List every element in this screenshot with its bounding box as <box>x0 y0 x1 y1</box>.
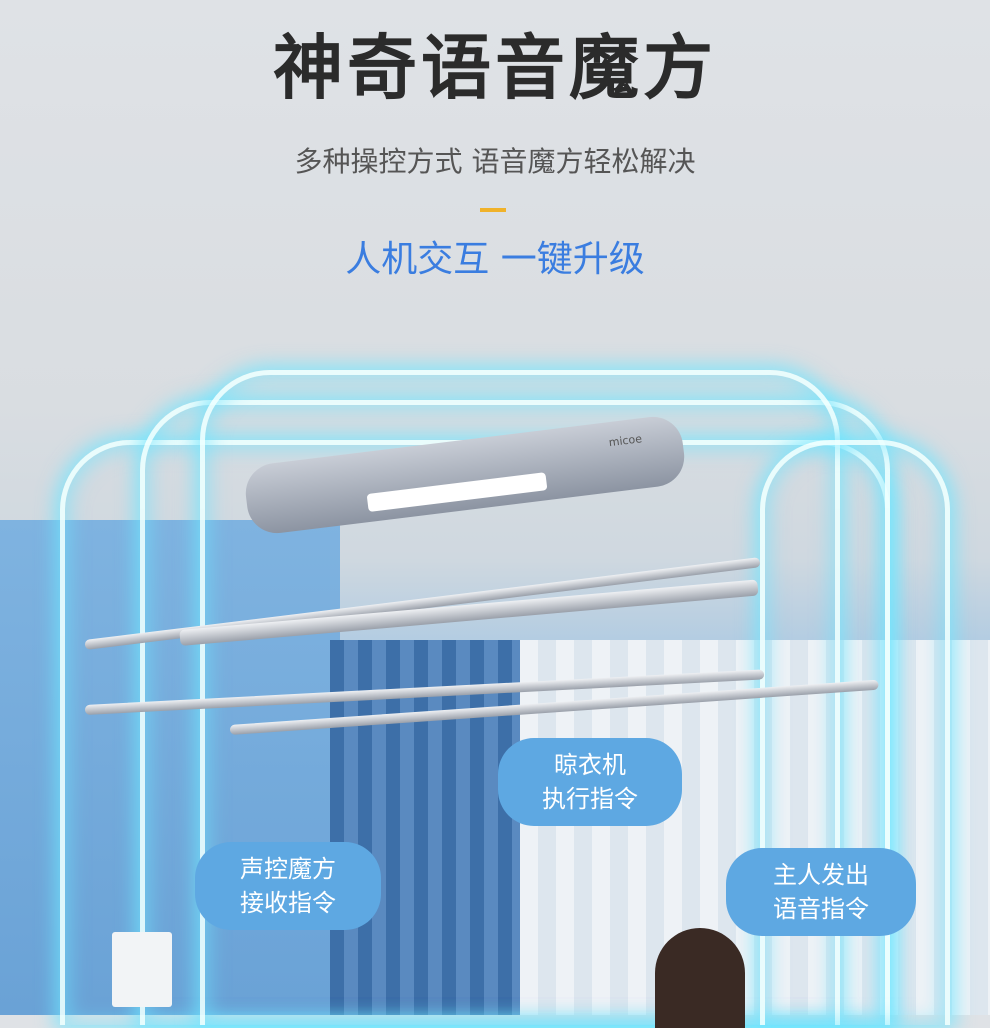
bubble-text: 语音指令 <box>773 895 869 923</box>
person-head <box>655 928 745 1028</box>
speech-bubble-cube: 声控魔方 接收指令 <box>195 842 381 930</box>
glow-arch <box>760 440 950 1025</box>
page-tagline: 人机交互 一键升级 <box>345 239 645 280</box>
speech-bubble-rack: 晾衣机 执行指令 <box>498 738 682 826</box>
blue-curtain <box>330 640 520 1015</box>
bubble-text: 声控魔方 <box>240 855 336 883</box>
bubble-text: 接收指令 <box>240 889 336 917</box>
voice-cube-wall-switch <box>112 932 172 1007</box>
bubble-text: 执行指令 <box>542 785 638 813</box>
brand-logo: micoe <box>608 432 643 450</box>
accent-divider <box>480 208 506 212</box>
bubble-text: 晾衣机 <box>554 751 626 779</box>
page-subtitle: 多种操控方式 语音魔方轻松解决 <box>294 145 696 178</box>
bubble-text: 主人发出 <box>773 861 869 889</box>
speech-bubble-owner: 主人发出 语音指令 <box>726 848 916 936</box>
glow-arch <box>140 400 890 1025</box>
glow-arch <box>200 370 840 1025</box>
page-title: 神奇语音魔方 <box>273 27 717 109</box>
